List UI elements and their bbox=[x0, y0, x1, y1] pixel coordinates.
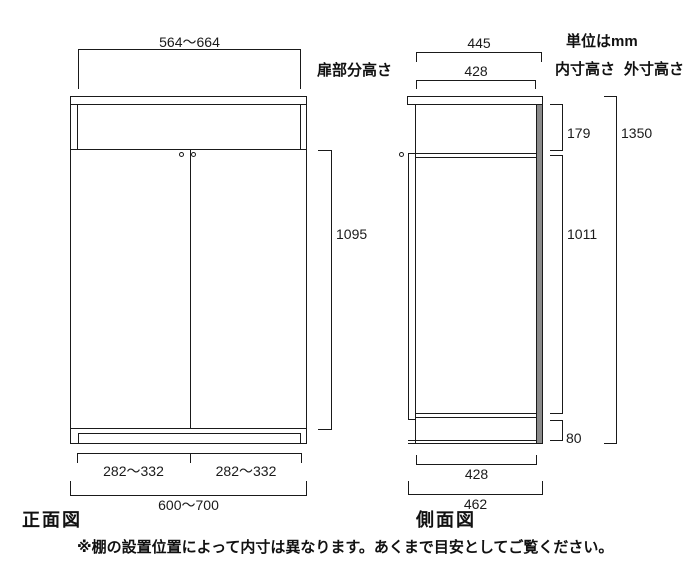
dim-bracket-top-inner-width bbox=[78, 49, 301, 89]
side-door-line bbox=[408, 153, 409, 420]
side-bottom-shelf-top-line bbox=[415, 413, 537, 414]
dim-bottom-inner-depth: 428 bbox=[464, 466, 489, 482]
outer-height-column-label: 外寸高さ bbox=[624, 61, 685, 78]
side-back-panel bbox=[536, 104, 543, 444]
front-base-left-foot-line bbox=[78, 433, 79, 443]
side-bottom-board-top-line bbox=[408, 440, 543, 441]
side-front-edge-line bbox=[415, 104, 416, 443]
dim-top-depth: 445 bbox=[467, 35, 491, 51]
dim-top-inner-width: 564〜664 bbox=[159, 34, 220, 50]
dim-bracket-bottom-depth bbox=[408, 481, 543, 495]
dim-door-width-left: 282〜332 bbox=[103, 463, 164, 479]
dim-bracket-main-inner-height bbox=[550, 155, 563, 414]
side-door-bottom-tick bbox=[408, 419, 416, 420]
front-bottom-line bbox=[70, 443, 307, 444]
dim-upper-inner-height: 179 bbox=[567, 125, 591, 141]
dim-bottom-depth: 462 bbox=[463, 496, 488, 512]
front-top-board-top-line bbox=[70, 96, 307, 97]
side-shelf-bottom-line bbox=[415, 157, 537, 158]
front-base-inner-line bbox=[78, 433, 301, 434]
front-right-edge-line bbox=[306, 96, 307, 444]
dim-door-width-right: 282〜332 bbox=[215, 463, 277, 479]
front-top-board-bottom-line bbox=[70, 104, 307, 105]
front-left-inner-panel-line bbox=[77, 104, 78, 150]
dim-bracket-upper-inner-height bbox=[550, 104, 563, 151]
unit-note-label: 単位はmm bbox=[566, 33, 638, 50]
front-door-bottom-line bbox=[70, 428, 307, 429]
front-shelf-line bbox=[70, 149, 307, 150]
side-door-knob bbox=[399, 152, 404, 157]
side-bottom-line bbox=[408, 443, 543, 444]
dim-base-height: 80 bbox=[566, 430, 582, 446]
side-top-board bbox=[407, 96, 543, 105]
dim-total-width: 600〜700 bbox=[158, 497, 219, 513]
side-bottom-shelf-bottom-line bbox=[415, 417, 537, 418]
door-section-height-label: 扉部分高さ bbox=[317, 62, 393, 79]
dim-main-inner-height: 1011 bbox=[567, 226, 598, 242]
dim-door-height: 1095 bbox=[336, 226, 368, 242]
dim-bracket-door-height bbox=[318, 150, 332, 430]
footnote-text: ※棚の設置位置によって内寸は異なります。あくまで目安としてご覧ください。 bbox=[77, 539, 614, 556]
front-view-title: 正面図 bbox=[22, 510, 82, 530]
dim-bracket-bottom-inner-depth bbox=[416, 455, 537, 465]
side-view-title: 側面図 bbox=[416, 510, 476, 530]
dim-top-inner-depth: 428 bbox=[464, 63, 488, 79]
front-base-right-foot-line bbox=[300, 433, 301, 443]
dim-bracket-top-inner-depth bbox=[416, 80, 536, 89]
front-left-door-knob bbox=[179, 152, 184, 157]
front-right-door-knob bbox=[191, 152, 196, 157]
front-door-split-line bbox=[190, 149, 191, 428]
side-shelf-top-line bbox=[408, 153, 537, 154]
inner-height-column-label: 内寸高さ bbox=[555, 61, 616, 78]
dim-bracket-top-depth bbox=[416, 52, 542, 62]
dim-bracket-door-widths-center-tick bbox=[190, 453, 191, 463]
front-left-edge-line bbox=[70, 96, 71, 444]
front-right-inner-panel-line bbox=[300, 104, 301, 150]
dim-bracket-outer-height bbox=[604, 96, 617, 444]
dim-bracket-total-width bbox=[70, 481, 307, 496]
dim-bracket-door-widths bbox=[77, 453, 302, 463]
dim-bracket-base-height bbox=[550, 420, 563, 441]
dim-outer-height: 1350 bbox=[621, 125, 653, 141]
